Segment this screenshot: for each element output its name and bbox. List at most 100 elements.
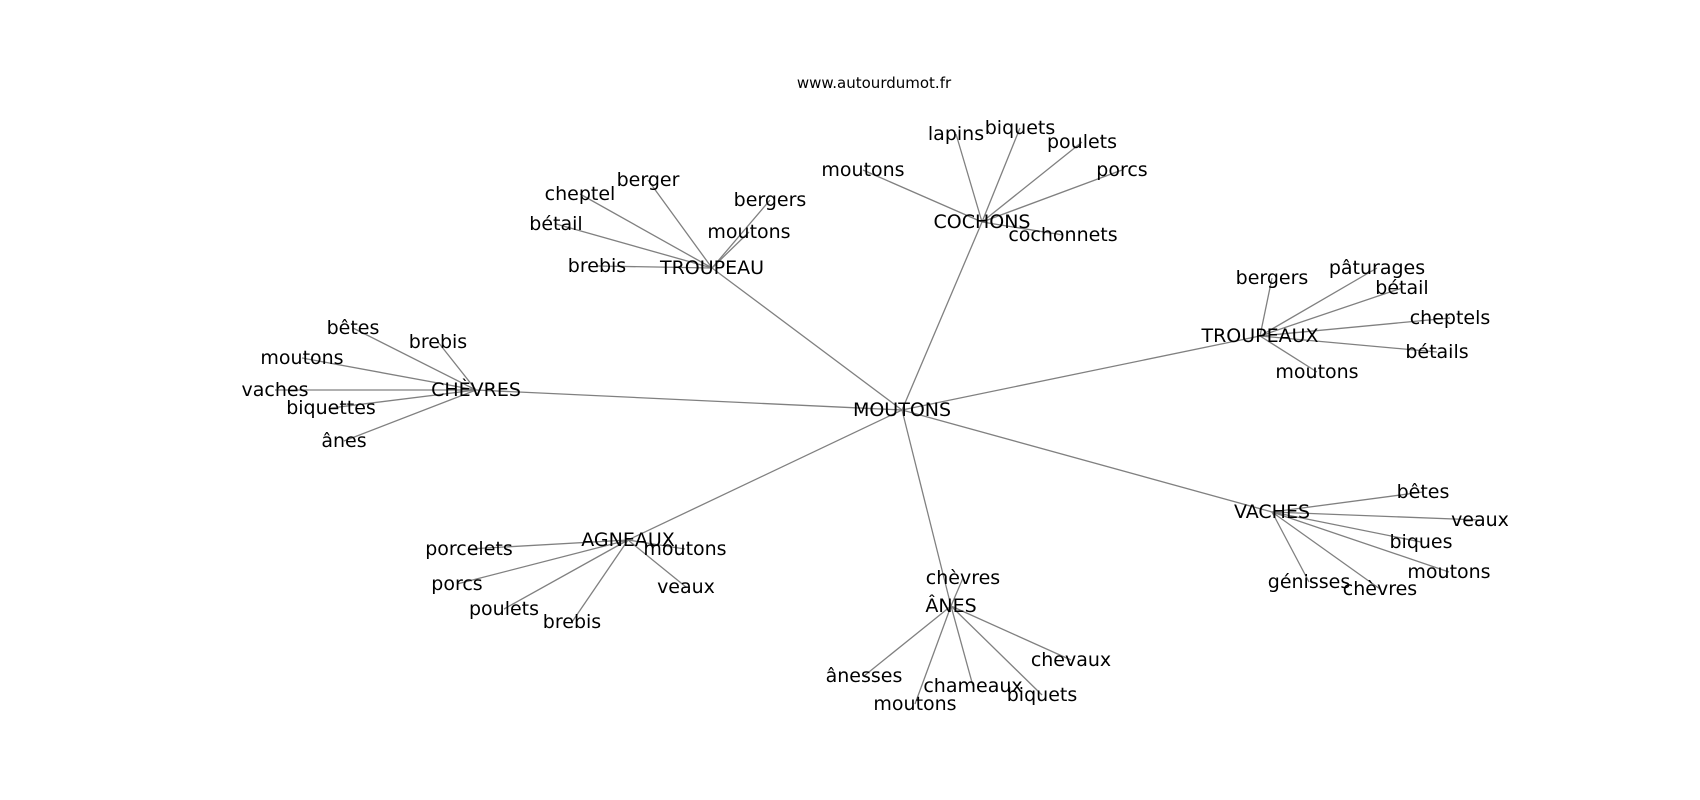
edge-agneaux-a4 [627, 539, 687, 588]
leaf-node-cochonnets-c6[interactable]: cochonnets [1008, 224, 1117, 246]
edge-cochons-c6 [981, 221, 1064, 236]
leaf-node-brebis-a6[interactable]: brebis [543, 611, 601, 633]
leaf-node-bergers-x1[interactable]: bergers [1236, 267, 1309, 289]
leaf-node-bergers-t4[interactable]: bergers [734, 189, 807, 211]
leaf-node-chevaux-n2[interactable]: chevaux [1031, 649, 1111, 671]
edge-troupeau-t3 [555, 223, 713, 269]
leaf-node-moutons-x6[interactable]: moutons [1275, 361, 1358, 383]
edge-cochons-c4 [981, 169, 1123, 223]
edge-agneaux-a5 [503, 539, 629, 610]
edge-troupeaux-x1 [1259, 277, 1273, 337]
hub-node-agneaux[interactable]: AGNEAUX [581, 529, 675, 551]
leaf-node-anesses-n3[interactable]: ânesses [826, 665, 903, 687]
leaf-node-biquets-n5[interactable]: biquets [1007, 684, 1077, 706]
edge-agneaux-a3 [456, 539, 629, 585]
hub-node-chevres[interactable]: CHÈVRES [431, 378, 521, 401]
leaf-node-moutons-n6[interactable]: moutons [873, 693, 956, 715]
edge-vaches_hub-v6 [1271, 511, 1381, 590]
edge-anes_hub-n5 [950, 605, 1043, 696]
leaf-node-betails-x5[interactable]: bétails [1405, 341, 1468, 363]
edge-chevres_hub-h2 [437, 341, 477, 391]
edge-troupeaux-x6 [1259, 335, 1318, 373]
edge-root-anes_hub [901, 409, 952, 607]
leaf-node-moutons-a2[interactable]: moutons [643, 538, 726, 560]
edge-root-troupeaux [901, 335, 1261, 411]
edge-vaches_hub-v3 [1271, 511, 1422, 543]
edge-chevres_hub-h6 [343, 389, 477, 442]
edge-anes_hub-n2 [950, 605, 1072, 661]
site-label: www.autourdumot.fr [797, 74, 952, 92]
edge-vaches_hub-v4 [1271, 511, 1450, 573]
edge-anes_hub-n4 [950, 605, 974, 687]
leaf-node-veaux-v2[interactable]: veaux [1451, 509, 1509, 531]
hub-node-troupeaux[interactable]: TROUPEAUX [1200, 325, 1318, 347]
edge-cochons-c3 [981, 141, 1083, 223]
leaf-node-anes-h6[interactable]: ânes [321, 430, 366, 452]
edge-agneaux-a2 [627, 539, 686, 550]
edge-chevres_hub-h5 [330, 389, 477, 409]
edge-chevres_hub-h3 [301, 357, 477, 391]
leaf-node-genisses-v5[interactable]: génisses [1268, 571, 1350, 593]
leaf-node-betail-x3[interactable]: bétail [1375, 277, 1428, 299]
leaf-node-moutons-v4[interactable]: moutons [1407, 561, 1490, 583]
edge-anes_hub-n3 [863, 605, 952, 677]
edge-root-troupeau [711, 267, 903, 411]
leaf-node-porcs-a3[interactable]: porcs [431, 573, 482, 595]
edge-vaches_hub-v5 [1271, 511, 1310, 583]
edge-root-cochons [901, 221, 983, 411]
edge-troupeau-t5 [711, 231, 750, 269]
edge-cochons-c2 [981, 127, 1021, 223]
edge-troupeau-t4 [711, 199, 771, 269]
edge-troupeaux-x4 [1259, 317, 1451, 337]
edge-cochons-c5 [862, 169, 983, 223]
edge-agneaux-a1 [468, 539, 629, 550]
leaf-node-vaches-h4[interactable]: vaches [242, 379, 309, 401]
leaf-node-betes-v1[interactable]: bêtes [1397, 481, 1450, 503]
edge-vaches_hub-v2 [1271, 511, 1481, 521]
leaf-node-porcs-c4[interactable]: porcs [1096, 159, 1147, 181]
hub-node-troupeau[interactable]: TROUPEAU [659, 257, 764, 279]
hub-node-vaches[interactable]: VACHES [1234, 501, 1310, 523]
leaf-node-cheptel-t2[interactable]: cheptel [545, 183, 616, 205]
edge-troupeaux-x3 [1259, 287, 1403, 337]
edge-layer [275, 127, 1481, 705]
leaf-node-porcelets-a1[interactable]: porcelets [425, 538, 513, 560]
edge-vaches_hub-v1 [1271, 491, 1424, 513]
edge-troupeau-t2 [579, 193, 713, 269]
leaf-node-cheptels-x4[interactable]: cheptels [1410, 307, 1491, 329]
leaf-node-moutons-t5[interactable]: moutons [707, 221, 790, 243]
leaf-node-veaux-a4[interactable]: veaux [657, 576, 715, 598]
leaf-node-berger-t1[interactable]: berger [617, 169, 680, 191]
leaf-node-moutons-c5[interactable]: moutons [821, 159, 904, 181]
hub-node-cochons[interactable]: COCHONS [933, 211, 1030, 233]
leaf-node-betail-t3[interactable]: bétail [529, 213, 582, 235]
edge-anes_hub-n6 [914, 605, 952, 705]
leaf-node-chevres-v6[interactable]: chèvres [1343, 578, 1417, 600]
edge-troupeaux-x5 [1259, 335, 1438, 353]
leaf-node-betes-h1[interactable]: bêtes [327, 317, 380, 339]
leaf-node-paturages-x2[interactable]: pâturages [1329, 257, 1425, 279]
edge-agneaux-a6 [571, 539, 629, 623]
leaf-node-brebis-t6[interactable]: brebis [568, 255, 626, 277]
hub-node-anes[interactable]: ÂNES [925, 594, 976, 617]
edge-root-agneaux [627, 409, 903, 541]
edge-root-vaches_hub [901, 409, 1273, 513]
leaf-node-brebis-h2[interactable]: brebis [409, 331, 467, 353]
leaf-node-biques-v3[interactable]: biques [1389, 531, 1452, 553]
edge-anes_hub-n1 [950, 577, 964, 607]
leaf-node-chameaux-n4[interactable]: chameaux [923, 675, 1022, 697]
leaf-node-poulets-a5[interactable]: poulets [469, 598, 539, 620]
edge-troupeaux-x2 [1259, 267, 1378, 337]
edge-chevres_hub-h1 [352, 327, 477, 391]
leaf-node-biquettes-h5[interactable]: biquettes [286, 397, 376, 419]
leaf-node-biquets-c2[interactable]: biquets [985, 117, 1055, 139]
leaf-node-poulets-c3[interactable]: poulets [1047, 131, 1117, 153]
leaf-node-chevres-n1[interactable]: chèvres [926, 567, 1000, 589]
edge-root-chevres_hub [475, 389, 903, 411]
label-layer: MOUTONS TROUPEAU COCHONS TROUPEAUX CHÈVRES AG… [242, 117, 1509, 715]
leaf-node-moutons-h3[interactable]: moutons [260, 347, 343, 369]
edge-troupeau-t6 [596, 265, 713, 269]
leaf-node-lapins-c1[interactable]: lapins [928, 123, 984, 145]
root-node-moutons[interactable]: MOUTONS [853, 399, 951, 421]
